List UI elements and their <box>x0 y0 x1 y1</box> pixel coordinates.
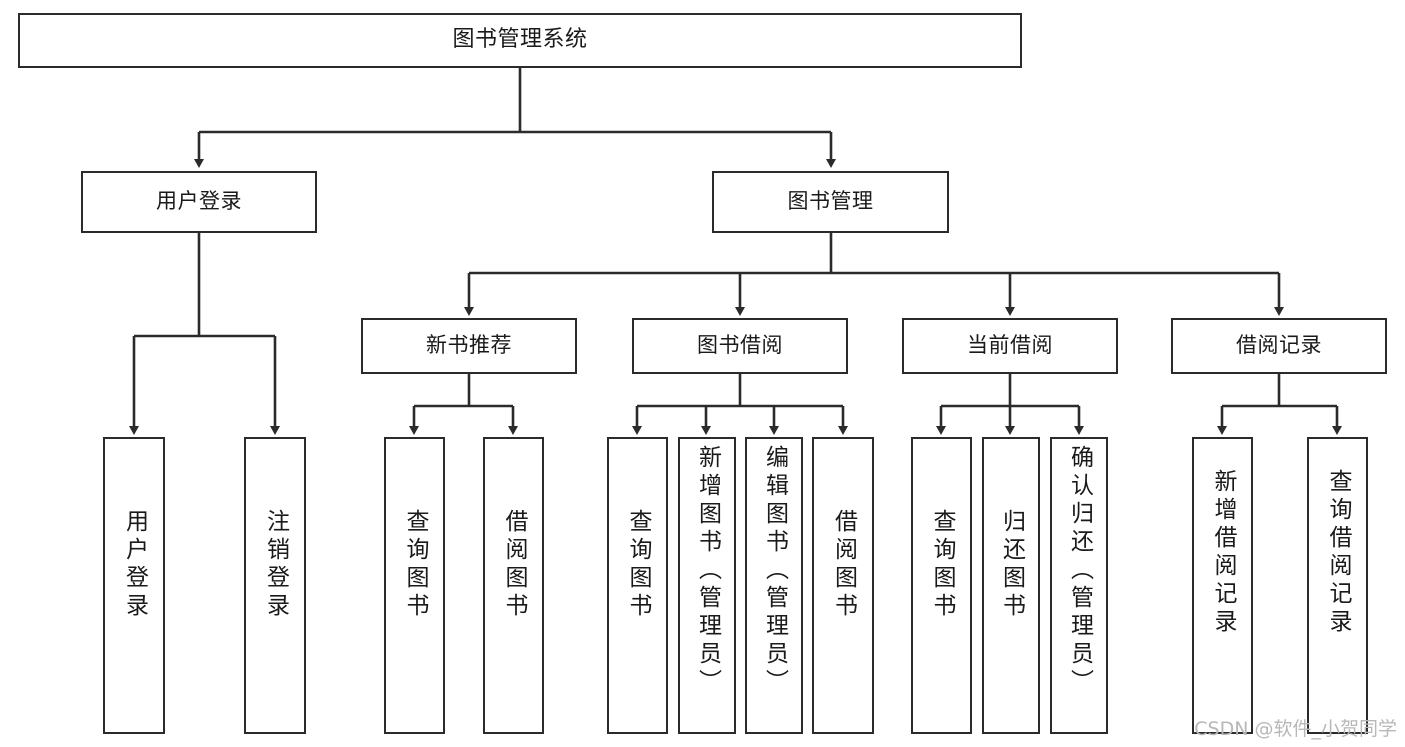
node-user-login[interactable]: 用户登录 <box>81 171 317 233</box>
leaf-user-login[interactable]: 用户登录 <box>103 437 165 734</box>
node-label: 查询图书 <box>929 509 955 621</box>
node-label: 编辑图书（管理员） <box>761 445 788 697</box>
node-label: 借阅图书 <box>830 509 857 621</box>
leaf-query-books-recommend[interactable]: 查询图书 <box>384 437 445 734</box>
leaf-borrow-books-recommend[interactable]: 借阅图书 <box>483 437 544 734</box>
node-label: 注销登录 <box>262 509 289 621</box>
node-label: 查询图书 <box>625 509 651 621</box>
leaf-query-books-borrow[interactable]: 查询图书 <box>607 437 668 734</box>
node-label: 查询图书 <box>402 509 428 621</box>
leaf-add-borrow-record[interactable]: 新增借阅记录 <box>1192 437 1253 734</box>
leaf-edit-book-admin[interactable]: 编辑图书（管理员） <box>745 437 803 734</box>
node-label: 借阅图书 <box>501 509 527 621</box>
node-label: 借阅记录 <box>1236 333 1322 358</box>
leaf-query-borrow-record[interactable]: 查询借阅记录 <box>1307 437 1368 734</box>
node-label: 新增图书（管理员） <box>694 445 721 697</box>
leaf-query-books-current[interactable]: 查询图书 <box>911 437 972 734</box>
node-book-management[interactable]: 图书管理 <box>712 171 949 233</box>
leaf-confirm-return-admin[interactable]: 确认归还（管理员） <box>1050 437 1108 734</box>
node-current-borrowing[interactable]: 当前借阅 <box>902 318 1118 374</box>
node-label: 用户登录 <box>121 509 148 621</box>
node-book-borrowing[interactable]: 图书借阅 <box>632 318 848 374</box>
leaf-borrow-books[interactable]: 借阅图书 <box>812 437 874 734</box>
leaf-logout[interactable]: 注销登录 <box>244 437 306 734</box>
node-root-book-management-system[interactable]: 图书管理系统 <box>18 13 1022 68</box>
node-label: 查询借阅记录 <box>1325 469 1351 637</box>
node-label: 新增借阅记录 <box>1210 469 1236 637</box>
node-label: 图书管理系统 <box>452 27 588 53</box>
node-label: 用户登录 <box>156 189 242 214</box>
leaf-add-book-admin[interactable]: 新增图书（管理员） <box>678 437 736 734</box>
node-label: 确认归还（管理员） <box>1066 445 1093 697</box>
node-label: 新书推荐 <box>426 333 512 358</box>
leaf-return-books[interactable]: 归还图书 <box>982 437 1040 734</box>
node-label: 归还图书 <box>998 509 1025 621</box>
node-label: 当前借阅 <box>967 333 1053 358</box>
node-new-book-recommendation[interactable]: 新书推荐 <box>361 318 577 374</box>
node-label: 图书管理 <box>787 189 874 214</box>
node-label: 图书借阅 <box>697 333 783 358</box>
node-borrow-records[interactable]: 借阅记录 <box>1171 318 1387 374</box>
